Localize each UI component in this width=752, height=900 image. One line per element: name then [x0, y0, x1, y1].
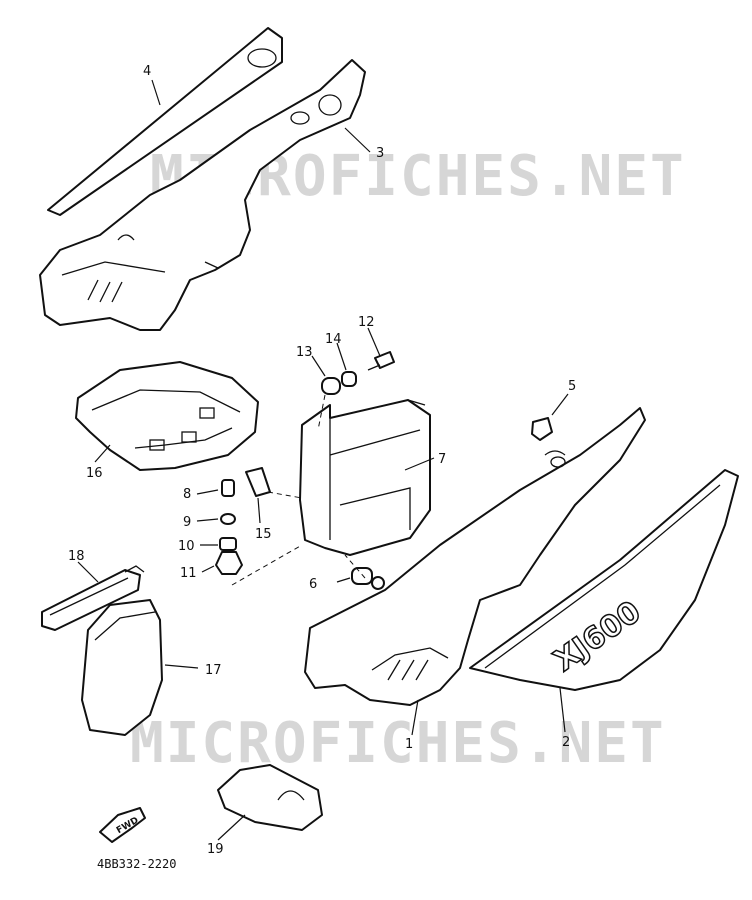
- part-6-damper: [351, 567, 385, 590]
- callout-17: 17: [205, 663, 222, 678]
- callout-13: 13: [296, 345, 313, 360]
- part-17-cover: [81, 599, 163, 736]
- part-11-damper: [215, 551, 243, 575]
- part-4-decal: [47, 27, 283, 216]
- callout-19: 19: [207, 842, 224, 857]
- callout-10: 10: [178, 539, 195, 554]
- callout-15: 15: [255, 527, 272, 542]
- callout-12: 12: [358, 315, 375, 330]
- part-16-battery-cover: [75, 361, 259, 471]
- part-9-washer: [220, 513, 236, 525]
- part-13-collar: [321, 377, 341, 395]
- part-14-collar: [341, 371, 357, 387]
- callout-11: 11: [180, 566, 197, 581]
- part-1-side-cover: [304, 407, 646, 706]
- callout-16: 16: [86, 466, 103, 481]
- callout-7: 7: [438, 452, 446, 467]
- callout-5: 5: [568, 379, 576, 394]
- part-2-emblem-strip: XJ600: [469, 469, 739, 691]
- callout-2: 2: [562, 735, 570, 750]
- callout-1: 1: [405, 737, 413, 752]
- watermark-bottom: MICROFICHES.NET: [130, 711, 666, 776]
- part-15-clip: [245, 467, 271, 497]
- fwd-arrow: FWD: [99, 807, 146, 843]
- callout-4: 4: [143, 64, 151, 79]
- callout-18: 18: [68, 549, 85, 564]
- part-3-upper-side-cover: [39, 59, 366, 331]
- part-10-nut: [219, 537, 237, 551]
- callout-14: 14: [325, 332, 342, 347]
- part-7-battery-case: [299, 399, 431, 556]
- callout-3: 3: [376, 146, 384, 161]
- part-18-band: [41, 565, 145, 631]
- part-5-grommet: [531, 417, 553, 441]
- callout-6: 6: [309, 577, 317, 592]
- diagram-code: 4BB332-2220: [97, 857, 176, 871]
- part-12-screw: [367, 351, 395, 371]
- part-19-pad: [217, 764, 323, 831]
- part-8-bolt: [221, 479, 235, 497]
- callout-8: 8: [183, 487, 191, 502]
- callout-9: 9: [183, 515, 191, 530]
